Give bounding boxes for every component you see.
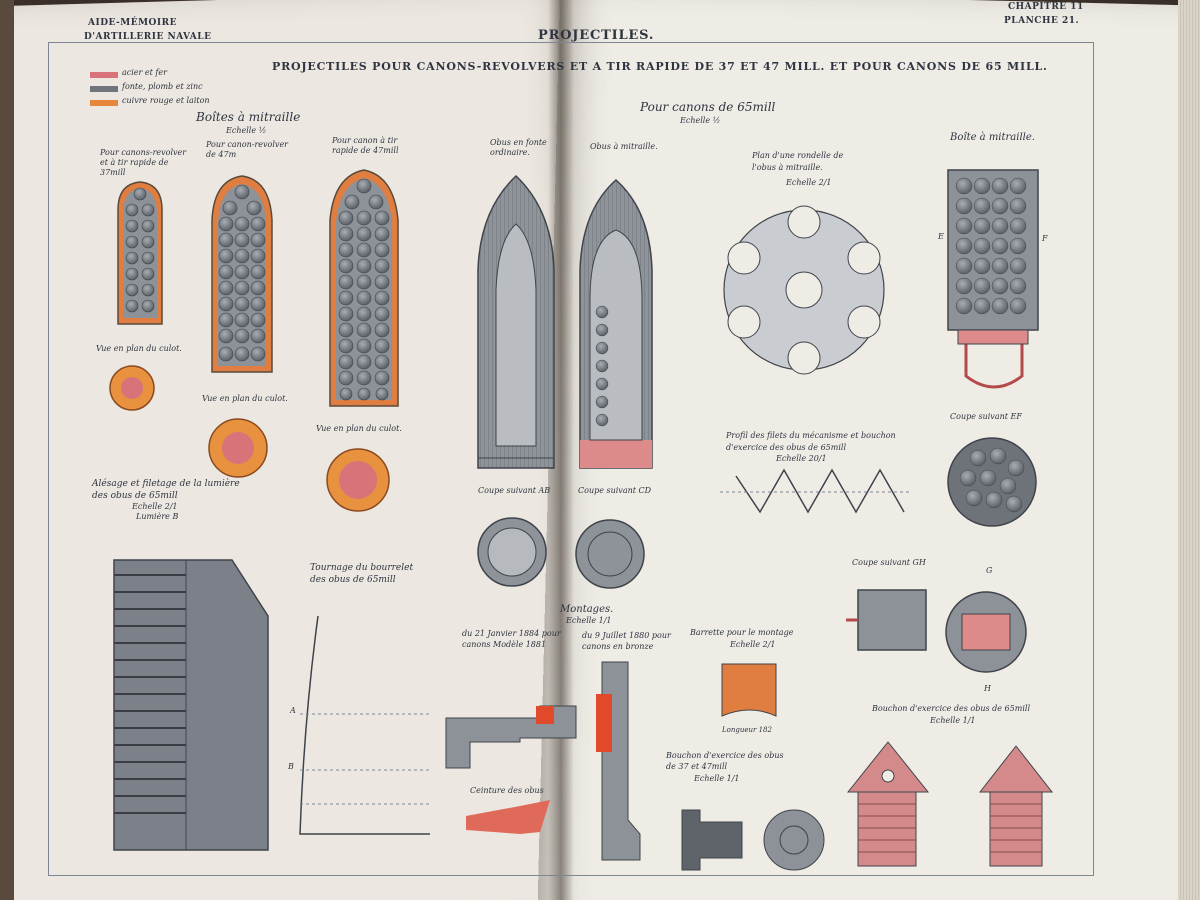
turning-caption: Tournage du bourrelet des obus de 65mill bbox=[310, 563, 414, 585]
canister-47mm-rapid-drawing bbox=[329, 169, 399, 407]
base-view-47mm-rapid bbox=[326, 448, 390, 512]
plug-65-scale: Echelle 1/1 bbox=[930, 716, 976, 725]
page-edges bbox=[1178, 0, 1200, 900]
washer-plan-drawing bbox=[723, 205, 885, 375]
canister-65-caption: Boîte à mitraille. bbox=[950, 132, 1035, 143]
section-ab-caption: Coupe suivant AB bbox=[478, 486, 551, 495]
band-caption: Ceinture des obus bbox=[470, 786, 544, 795]
header-title-line2: D'ARTILLERIE NAVALE bbox=[84, 32, 212, 42]
legend-swatch-steel bbox=[90, 72, 118, 78]
base-view-47mm-revolver bbox=[208, 418, 268, 478]
bar-drawing bbox=[721, 663, 777, 717]
bar-caption: Barrette pour le montage bbox=[690, 628, 794, 637]
mounting-caption: Montages. bbox=[560, 604, 614, 615]
section-gh-drawing bbox=[846, 589, 1027, 673]
plug-65-drawing bbox=[846, 741, 1054, 867]
legend-swatch-copper bbox=[90, 100, 118, 106]
section-ef-drawing bbox=[947, 437, 1037, 527]
thread-profile-drawing bbox=[720, 468, 912, 514]
book-cover-edge bbox=[0, 0, 14, 900]
right-heading: Pour canons de 65mill bbox=[640, 100, 776, 114]
boring-drawing bbox=[113, 559, 269, 851]
section-gh-caption: Coupe suivant GH bbox=[852, 558, 926, 567]
mount-bronze-drawing bbox=[596, 661, 641, 861]
mount-bronze-caption: du 9 Juillet 1880 pour canons en bronze bbox=[582, 631, 671, 651]
label-f: F bbox=[1042, 234, 1048, 243]
point-label-a: A bbox=[290, 706, 296, 715]
mounting-scale: Echelle 1/1 bbox=[566, 616, 612, 625]
point-label-b: B bbox=[288, 762, 294, 771]
base-view-caption: Vue en plan du culot. bbox=[96, 344, 182, 353]
caption-37mm: Pour canons-revolver et à tir rapide de … bbox=[100, 148, 187, 177]
shell-shrapnel-drawing bbox=[579, 178, 653, 469]
shell-shrapnel-caption: Obus à mitraille. bbox=[590, 142, 658, 151]
section-cd-drawing bbox=[575, 519, 645, 589]
header-title-line1: AIDE-MÉMOIRE bbox=[88, 18, 177, 28]
shell-ordinary-drawing bbox=[477, 174, 555, 469]
turning-drawing bbox=[299, 615, 430, 835]
plug-small-drawing bbox=[681, 809, 825, 871]
header-center: PROJECTILES. bbox=[538, 28, 655, 43]
washer-scale: Echelle 2/1 bbox=[786, 178, 832, 187]
washer-caption: Plan d'une rondelle de l'obus à mitraill… bbox=[752, 151, 844, 172]
plug-small-caption: Bouchon d'exercice des obus de 37 et 47m… bbox=[666, 751, 784, 771]
label-h: H bbox=[984, 684, 991, 693]
caption-47mm-revolver: Pour canon-revolver de 47m bbox=[206, 140, 288, 159]
section-ab-drawing bbox=[477, 517, 547, 587]
boring-caption: Alésage et filetage de la lumière des ob… bbox=[92, 479, 240, 501]
header-chapter: CHAPITRE 11 bbox=[1008, 2, 1084, 12]
plug-65-caption: Bouchon d'exercice des obus de 65mill bbox=[872, 704, 1030, 713]
canister-scale: Echelle ½ bbox=[226, 126, 267, 135]
boring-sub: Lumière B bbox=[136, 512, 179, 521]
thread-profile-caption: Profil des filets du mécanisme et boucho… bbox=[726, 431, 896, 452]
mount-1881-caption: du 21 Janvier 1884 pour canons Modèle 18… bbox=[462, 629, 561, 649]
legend-label: fonte, plomb et zinc bbox=[122, 82, 203, 91]
plate-frame bbox=[48, 42, 1094, 876]
legend-label: cuivre rouge et laiton bbox=[122, 96, 210, 105]
label-e: E bbox=[938, 232, 944, 241]
thread-profile-scale: Echelle 20/1 bbox=[776, 454, 827, 463]
section-cd-caption: Coupe suivant CD bbox=[578, 486, 652, 495]
right-scale: Echelle ½ bbox=[680, 116, 721, 125]
label-g: G bbox=[986, 566, 993, 575]
legend-swatch-cast-iron bbox=[90, 86, 118, 92]
bar-length: Longueur 182 bbox=[722, 726, 772, 734]
base-view-caption: Vue en plan du culot. bbox=[202, 394, 288, 403]
mount-1881-drawing bbox=[445, 705, 577, 834]
legend-label: acier et fer bbox=[122, 68, 167, 77]
shell-ordinary-caption: Obus en fonte ordinaire. bbox=[490, 138, 547, 157]
plug-small-scale: Echelle 1/1 bbox=[694, 774, 740, 783]
base-view-caption: Vue en plan du culot. bbox=[316, 424, 402, 433]
plate-title: PROJECTILES POUR CANONS-REVOLVERS ET A T… bbox=[272, 60, 1048, 73]
canister-47mm-revolver-drawing bbox=[211, 175, 273, 373]
header-plate: PLANCHE 21. bbox=[1004, 16, 1080, 26]
boring-scale: Echelle 2/1 bbox=[132, 502, 178, 511]
bar-scale: Echelle 2/1 bbox=[730, 640, 776, 649]
section-ef-caption: Coupe suivant EF bbox=[950, 412, 1022, 421]
canister-37mm-drawing bbox=[117, 181, 163, 325]
canister-65mm-drawing bbox=[947, 169, 1039, 389]
base-view-37mm bbox=[109, 365, 155, 411]
canister-heading: Boîtes à mitraille bbox=[196, 110, 301, 124]
caption-47mm-rapid: Pour canon à tir rapide de 47mill bbox=[332, 136, 399, 155]
